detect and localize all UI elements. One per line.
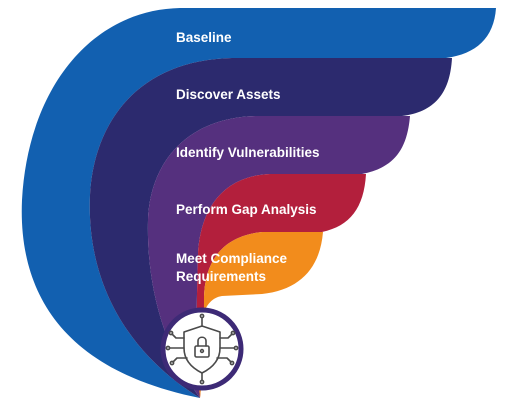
circuit-node (199, 379, 205, 385)
keyhole (199, 348, 205, 354)
step-label-perform-gap-analysis: Perform Gap Analysis (176, 202, 317, 217)
step-baseline: Baseline (21, 8, 496, 398)
lock-icon (194, 345, 210, 358)
step-identify-vulnerabilities: Identify Vulnerabilities (147, 116, 410, 398)
band-meet-compliance-requirements (197, 232, 323, 398)
band-baseline (21, 8, 496, 398)
step-meet-compliance-requirements: Meet Compliance Requirements (176, 232, 323, 398)
circuit-node (168, 330, 174, 336)
band-perform-gap-analysis (196, 174, 366, 398)
lock-shackle (197, 336, 207, 347)
band-identify-vulnerabilities (147, 116, 410, 398)
circuit-node (165, 345, 171, 351)
step-discover-assets: Discover Assets (89, 58, 452, 398)
step-perform-gap-analysis: Perform Gap Analysis (176, 174, 366, 398)
band-discover-assets (89, 58, 452, 398)
circuit-node (229, 360, 235, 366)
circuit-node (230, 330, 236, 336)
step-label-identify-vulnerabilities: Identify Vulnerabilities (176, 145, 320, 160)
circuit-node (233, 345, 239, 351)
circuit-node (199, 313, 205, 319)
shield-lock-circuit-icon (165, 313, 239, 385)
circuit-trace-right-top (219, 333, 233, 339)
center-icon-badge (160, 307, 244, 391)
step-label-meet-compliance: Meet Compliance (176, 251, 288, 266)
step-label-baseline: Baseline (176, 30, 232, 45)
circuit-node (169, 360, 175, 366)
step-label-requirements: Requirements (176, 269, 266, 284)
circuit-trace-right-bottom (216, 357, 232, 363)
step-label-discover-assets: Discover Assets (176, 87, 281, 102)
circuit-trace-left-top (171, 333, 185, 339)
circuit-trace-left-bottom (172, 357, 188, 363)
